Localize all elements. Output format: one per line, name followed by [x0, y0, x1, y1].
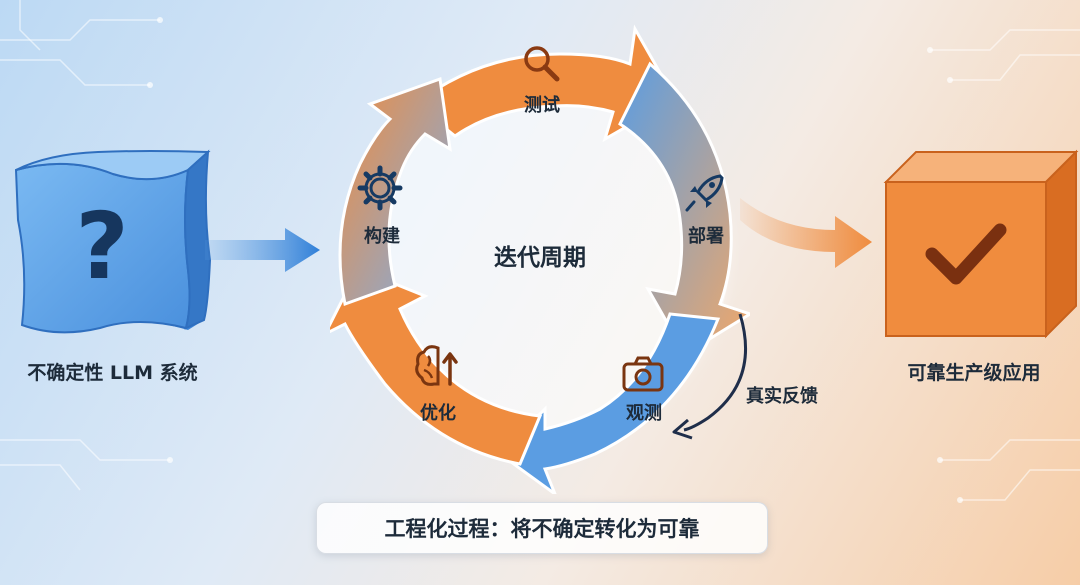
right-system-label: 可靠生产级应用 [907, 362, 1041, 384]
gear-icon [357, 165, 403, 211]
cycle-center-label: 迭代周期 [494, 245, 586, 271]
bottom-caption: 工程化过程：将不确定转化为可靠 [384, 517, 700, 541]
uncertain-system-cube: ? [14, 149, 212, 334]
step-label-deploy: 部署 [688, 226, 724, 247]
step-label-test: 测试 [524, 95, 560, 116]
rocket-icon [685, 174, 724, 212]
bottom-caption-box: 工程化过程：将不确定转化为可靠 [316, 502, 768, 554]
step-label-optimize: 优化 [420, 403, 456, 424]
input-arrow [205, 228, 320, 272]
camera-icon [622, 356, 664, 392]
brain-icon [415, 345, 458, 386]
test-arrow [412, 24, 678, 143]
step-label-build: 构建 [364, 226, 400, 247]
checkmark-icon [925, 223, 1007, 285]
left-system-label: 不确定性 LLM 系统 [27, 362, 198, 384]
magnifier-icon [524, 46, 560, 82]
iteration-cycle [330, 24, 750, 494]
build-arrow [338, 76, 452, 307]
output-arrow [740, 198, 872, 268]
observe-arrow [497, 312, 721, 494]
question-mark-icon: ? [75, 193, 128, 300]
step-label-observe: 观测 [626, 403, 662, 424]
deploy-arrow [618, 61, 750, 357]
reliable-app-cube [883, 149, 1079, 339]
feedback-arrow [672, 313, 747, 440]
optimize-arrow [330, 267, 543, 466]
feedback-label: 真实反馈 [746, 386, 818, 407]
svg-text:?: ? [75, 193, 128, 300]
